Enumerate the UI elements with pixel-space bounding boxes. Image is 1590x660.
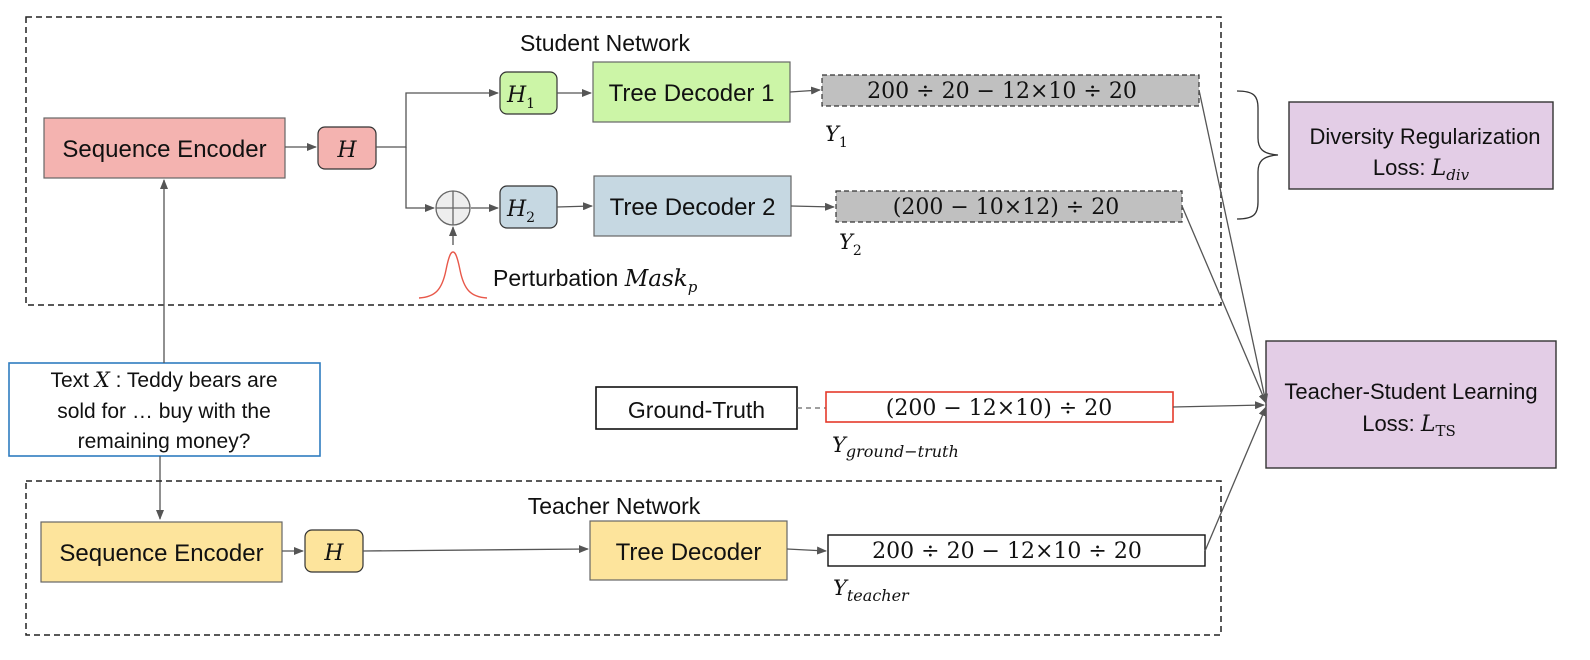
arrow-h-to-h1	[376, 89, 499, 148]
h2-subscript: 2	[526, 210, 535, 226]
perturbation-text: Perturbation	[493, 265, 625, 291]
ground-truth-expression: (200 − 12×10) ÷ 20	[886, 396, 1112, 421]
teacher-student-loss-line-1: Teacher-Student Learning	[1284, 379, 1537, 404]
diversity-loss-line-2: Loss: Ldiv	[1373, 155, 1470, 184]
teacher-tree-decoder-label: Tree Decoder	[616, 539, 762, 566]
arrow-h-to-oplus	[405, 147, 435, 212]
oplus-add-icon	[435, 190, 471, 226]
diversity-loss-box	[1288, 101, 1554, 190]
student-network-frame	[25, 16, 1222, 306]
teacher-output	[827, 534, 1206, 567]
ground-truth-box	[595, 386, 798, 430]
student-output-1-expression: 200 ÷ 20 − 12×10 ÷ 20	[867, 79, 1137, 104]
arrow-output1-to-ts-loss	[1198, 89, 1269, 404]
y2-label: Y2	[839, 230, 862, 259]
teacher-sequence-encoder-label: Sequence Encoder	[59, 540, 263, 567]
input-line-3: remaining money?	[78, 430, 251, 453]
y-ground-truth-letter: Y	[832, 433, 848, 457]
student-h2-label: H2	[506, 197, 535, 226]
y1-letter: Y	[825, 122, 841, 146]
gaussian-perturbation-curve-icon	[418, 251, 488, 299]
student-sequence-encoder	[43, 117, 286, 179]
perturbation-label: Perturbation Maskp	[493, 265, 698, 296]
diversity-loss-subscript: div	[1446, 166, 1469, 184]
teacher-output-expression: 200 ÷ 20 − 12×10 ÷ 20	[872, 539, 1142, 564]
y1-subscript: 1	[839, 135, 848, 151]
arrow-teacher-decoder-to-output	[786, 546, 827, 555]
student-hidden-h-label: H	[336, 138, 357, 163]
mask-letters: Mask	[624, 266, 688, 292]
arrow-decoder1-to-output1	[789, 86, 821, 95]
ts-loss-prefix: Loss:	[1362, 411, 1421, 436]
h1-subscript: 1	[526, 96, 535, 112]
student-output-2	[835, 190, 1183, 223]
ts-loss-subscript: TS	[1436, 422, 1456, 440]
h2-letter: H	[506, 197, 527, 222]
teacher-sequence-encoder	[40, 521, 283, 583]
input-line-1: Text X : Teddy bears are	[50, 368, 277, 392]
diversity-loss-line-1: Diversity Regularization	[1309, 124, 1540, 149]
teacher-student-loss-box	[1265, 340, 1557, 469]
arrow-h2-to-decoder2	[556, 202, 593, 211]
arrow-ground-truth-to-ts-loss	[1172, 401, 1265, 410]
arrow-decoder2-to-output2	[790, 202, 835, 211]
h1-letter: H	[506, 83, 527, 108]
student-output-2-expression: (200 − 10×12) ÷ 20	[893, 195, 1119, 220]
ground-truth-label: Ground-Truth	[628, 397, 765, 423]
input-var-x: X	[93, 368, 111, 392]
student-hidden-h-node	[317, 126, 377, 170]
arrow-output2-to-ts-loss	[1181, 205, 1267, 404]
teacher-tree-decoder	[589, 520, 788, 581]
teacher-network-title: Teacher Network	[528, 493, 701, 519]
y-teacher-letter: Y	[833, 576, 849, 600]
diversity-brace	[1236, 90, 1279, 220]
input-prefix: Text	[50, 369, 94, 392]
y2-subscript: 2	[853, 243, 862, 259]
diversity-loss-symbol: L	[1431, 156, 1447, 181]
teacher-hidden-h-label: H	[323, 541, 344, 566]
y-teacher-subscript: teacher	[847, 586, 910, 605]
diversity-loss-prefix: Loss:	[1373, 155, 1432, 180]
arrow-teacher-h-to-decoder	[362, 545, 589, 554]
tree-decoder-1-label: Tree Decoder 1	[609, 80, 775, 107]
y1-label: Y1	[825, 122, 848, 151]
tree-decoder-1	[592, 61, 791, 123]
tree-decoder-2-label: Tree Decoder 2	[610, 194, 776, 221]
mask-subscript: p	[688, 278, 698, 296]
teacher-network-frame	[25, 480, 1222, 636]
ts-loss-symbol: L	[1420, 412, 1436, 437]
input-line-2: sold for … buy with the	[57, 400, 271, 423]
y2-letter: Y	[839, 230, 855, 254]
y-teacher-label: Yteacher	[833, 576, 910, 605]
teacher-student-loss-line-2: Loss: LTS	[1362, 411, 1456, 440]
input-text-box	[8, 362, 321, 457]
student-sequence-encoder-label: Sequence Encoder	[62, 136, 266, 163]
tree-decoder-2	[593, 175, 792, 237]
input-suffix: : Teddy bears are	[110, 369, 278, 392]
arrow-teacher-output-to-ts-loss	[1204, 406, 1267, 552]
y-ground-truth-subscript: ground−truth	[846, 442, 959, 461]
y-ground-truth-label: Yground−truth	[832, 433, 959, 461]
student-network-title: Student Network	[520, 30, 691, 56]
ground-truth-expression-box	[825, 391, 1174, 423]
student-h1-label: H1	[506, 83, 535, 112]
